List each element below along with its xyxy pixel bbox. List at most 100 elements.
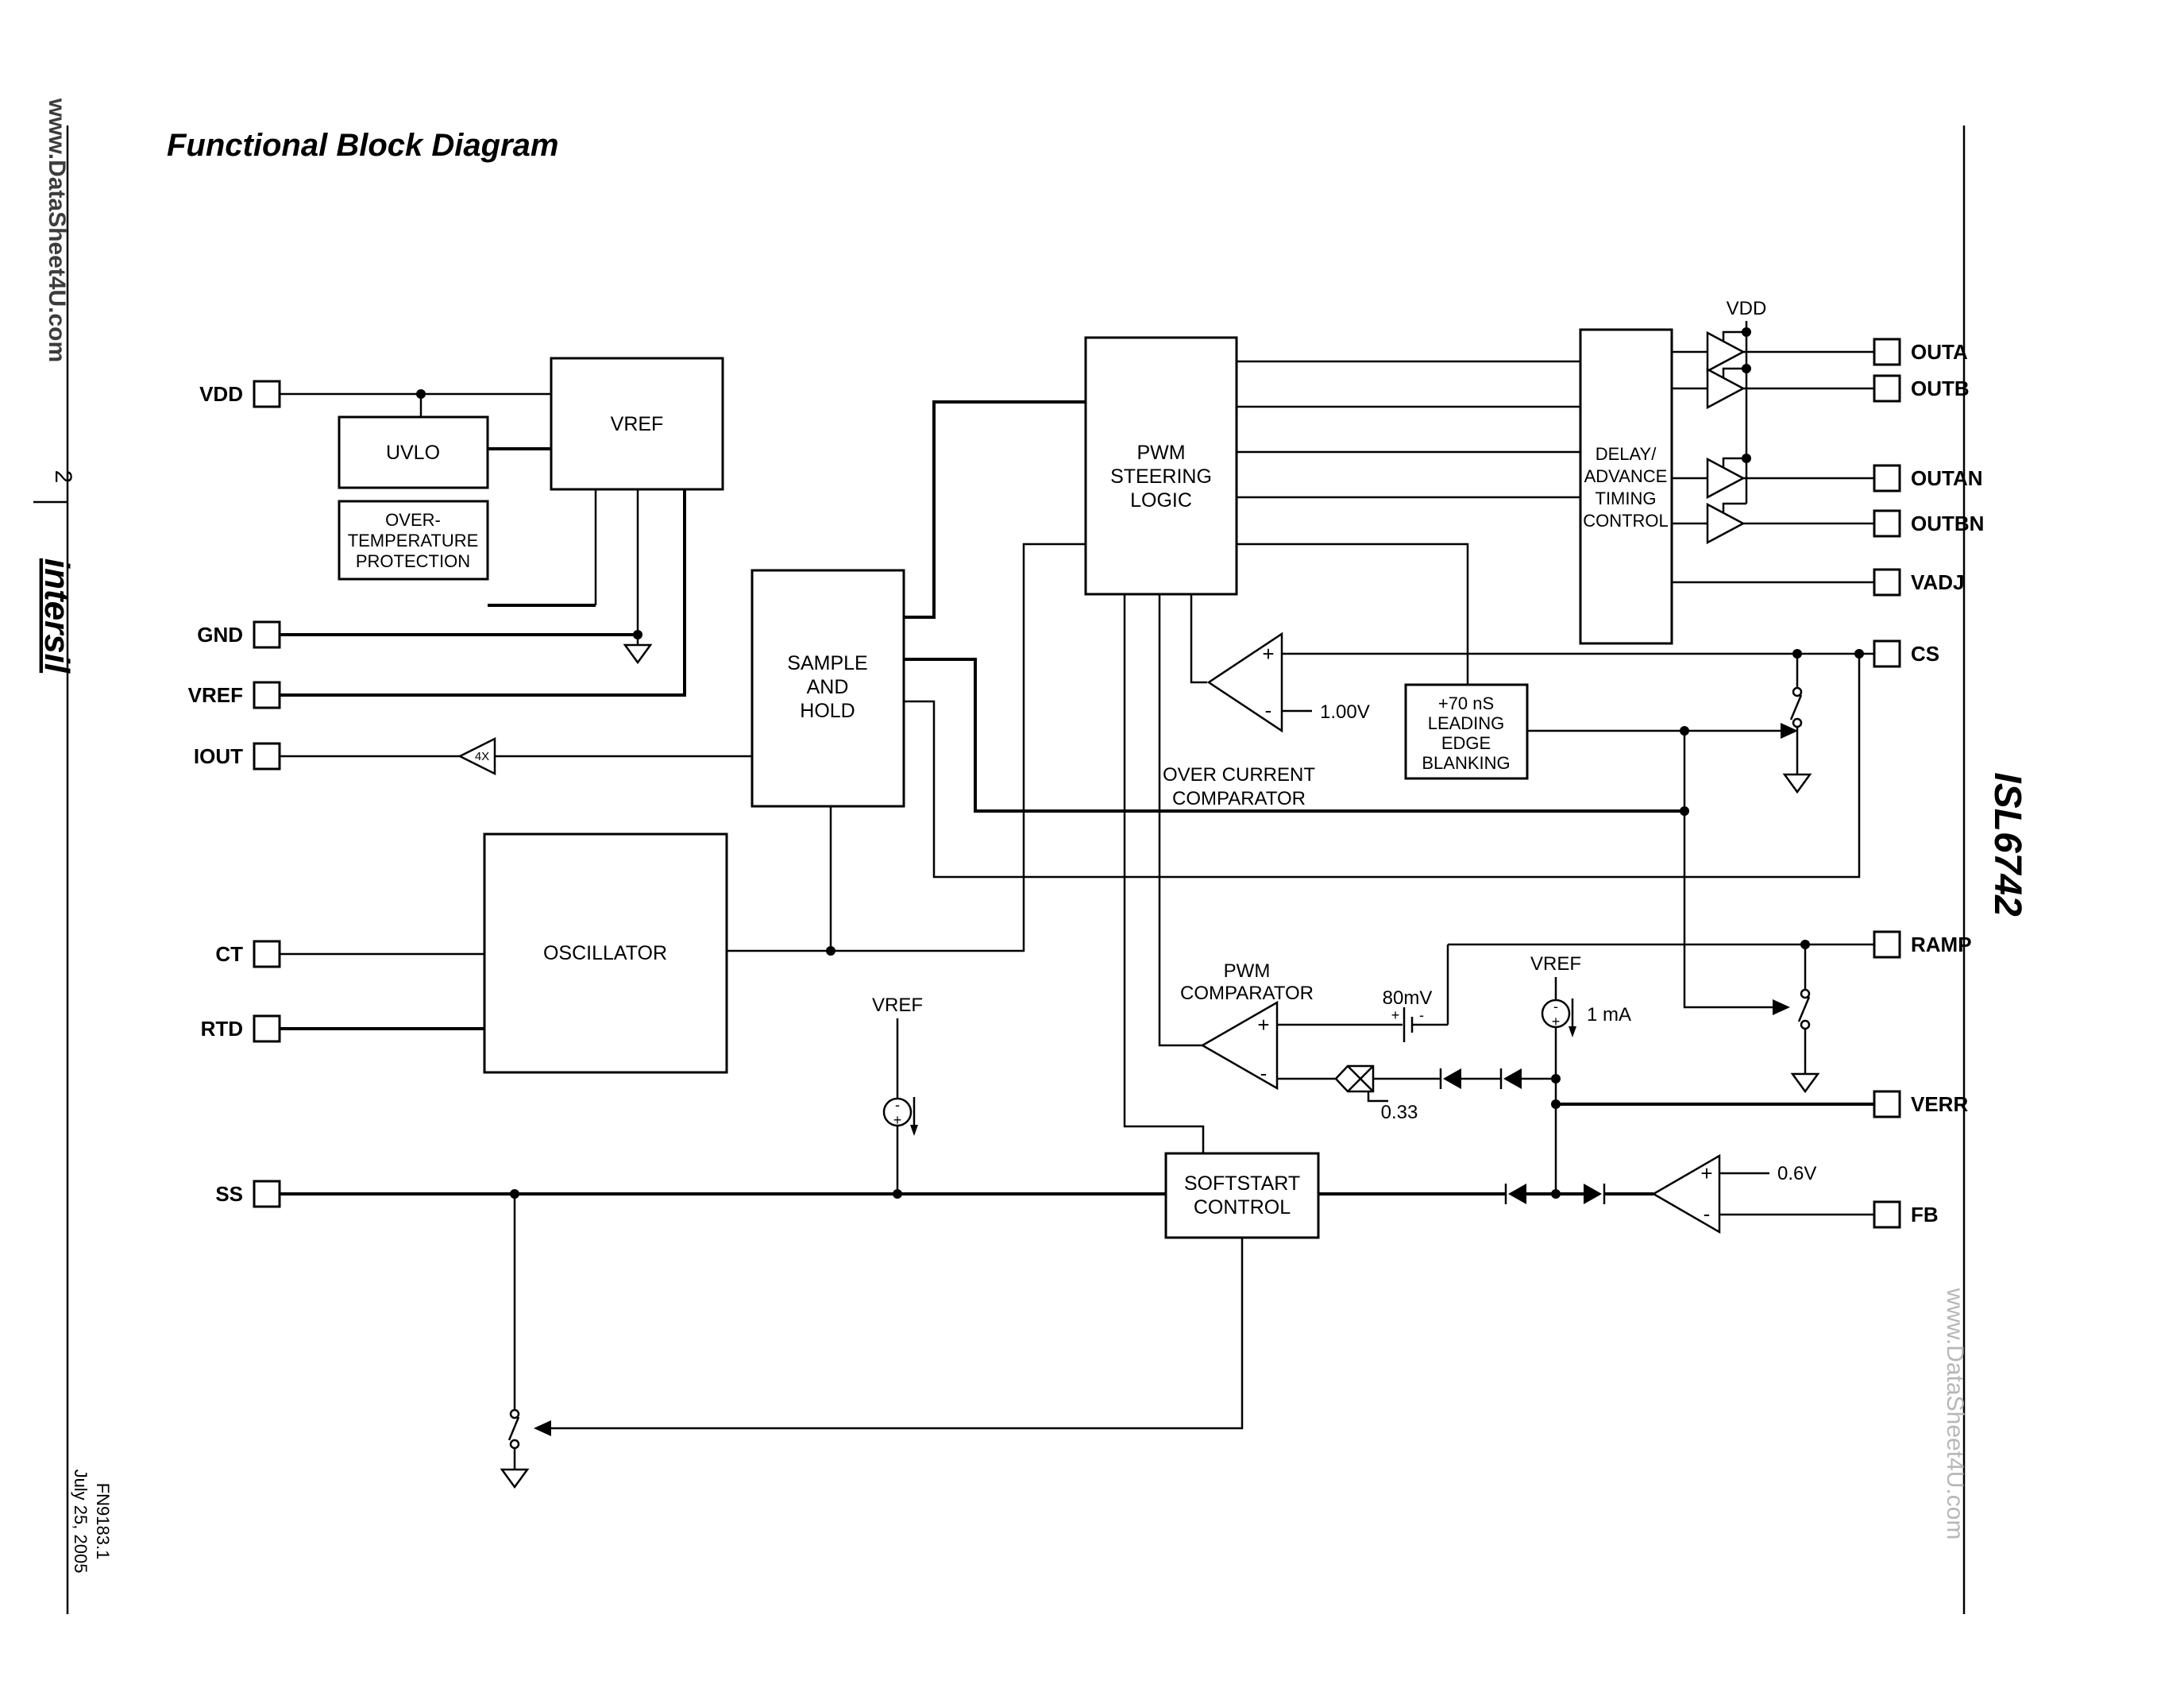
pin-label: CT <box>215 942 243 966</box>
dot <box>1551 1189 1561 1199</box>
wire-occ-out <box>1190 594 1207 684</box>
block-label-1: DELAY/ <box>1596 444 1657 464</box>
block-outline <box>550 357 724 491</box>
pwmc-label-2: COMPARATOR <box>1180 983 1314 1004</box>
wire-sh-cs-network <box>904 658 1684 813</box>
vref-left-label: VREF <box>872 995 923 1016</box>
pin-iout: IOUT <box>194 742 281 771</box>
ss-switch-blade <box>507 1416 520 1441</box>
pin-square <box>253 940 281 968</box>
wire-bufa-vdd <box>1722 330 1746 342</box>
ground-icon <box>1790 1072 1820 1094</box>
wires <box>280 321 1874 1470</box>
pin-label: OUTB <box>1911 377 1970 400</box>
diode-body <box>1443 1068 1461 1089</box>
doc-number: FN9183.1 <box>93 1483 113 1560</box>
gain-label: 0.33 <box>1381 1102 1418 1123</box>
fb-error-comparator: + - 0.6V <box>1651 1153 1816 1234</box>
block-outline <box>1084 336 1238 596</box>
diode-right-icon <box>1584 1184 1606 1204</box>
cs-plus: + <box>893 1112 902 1128</box>
vdd-rail-label: VDD <box>1727 298 1767 319</box>
iout-buffer-4x: 4X <box>457 736 496 776</box>
fb-minus: - <box>1704 1202 1711 1226</box>
block-label-3: TIMING <box>1596 489 1657 508</box>
pin-square <box>253 380 281 408</box>
pin-label: FB <box>1911 1203 1939 1226</box>
block-outline <box>338 500 489 581</box>
pin-label: SS <box>215 1182 243 1206</box>
ramp-switch-blade <box>1797 996 1811 1022</box>
left-watermark: www.DataSheet4U.com <box>44 98 70 362</box>
block-label-1: +70 nS <box>1438 693 1494 713</box>
diode-body <box>1584 1184 1602 1204</box>
pin-square <box>1873 930 1901 959</box>
pin-label: VDD <box>199 382 243 406</box>
pin-cs: CS <box>1873 639 1939 668</box>
output-buffers: VDD <box>1706 298 1767 545</box>
block-label-3: EDGE <box>1441 733 1491 753</box>
pwmc-label-1: PWM <box>1224 960 1271 982</box>
occ-threshold-label: 1.00V <box>1320 701 1370 723</box>
pin-vadj: VADJ <box>1873 568 1964 597</box>
block-label-2: AND <box>807 676 849 698</box>
diode-left-icon <box>1439 1068 1461 1089</box>
pin-gnd: GND <box>197 620 281 649</box>
block-outline <box>1164 1152 1320 1239</box>
block-uvlo: UVLO <box>338 415 489 489</box>
block-softstart-control: SOFTSTART CONTROL <box>1164 1152 1320 1239</box>
occ-label-1: OVER CURRENT <box>1163 764 1315 786</box>
block-label-3: PROTECTION <box>356 551 470 571</box>
pin-label: CS <box>1911 642 1939 666</box>
offset-label: 80mV <box>1383 987 1433 1009</box>
comparator-icon <box>1651 1153 1721 1234</box>
pin-square <box>253 1180 281 1208</box>
battery-icon: + - 80mV <box>1383 987 1433 1042</box>
current-source-icon <box>1541 999 1571 1029</box>
switch-contact <box>1800 1019 1811 1030</box>
pin-square <box>253 681 281 709</box>
cs-minus: - <box>895 1097 900 1113</box>
pin-label: VADJ <box>1911 570 1964 594</box>
pin-square <box>253 1014 281 1043</box>
block-label-2: TEMPERATURE <box>348 531 479 550</box>
multiplier-body <box>1334 1064 1375 1093</box>
junction-dots <box>416 327 1864 1199</box>
pin-ct: CT <box>215 940 281 968</box>
dot <box>416 389 426 399</box>
buffer-icon <box>1706 457 1746 500</box>
pin-label: RAMP <box>1911 933 1972 956</box>
intersil-logo: intersil <box>37 558 76 674</box>
arrow-right-icon <box>1781 723 1798 739</box>
wire-sh-cs-sense <box>904 654 1861 879</box>
fb-plus: + <box>1700 1161 1712 1185</box>
right-watermark: www.DataSheet4U.com <box>1942 1288 1968 1540</box>
pin-label: OUTAN <box>1911 466 1983 490</box>
dot <box>1742 454 1751 463</box>
dot <box>1854 649 1864 659</box>
block-sample-and-hold: SAMPLE AND HOLD <box>751 569 905 808</box>
switch-contact <box>1792 686 1803 697</box>
wire-bufbn-vdd <box>1722 502 1746 514</box>
occ-plus: + <box>1262 642 1274 666</box>
vref-right-label: VREF <box>1530 953 1581 975</box>
cs-arrow-head <box>1569 1026 1576 1037</box>
pin-label: VERR <box>1911 1092 1968 1116</box>
switch-contact <box>1792 717 1803 728</box>
battery-minus: - <box>1419 1007 1424 1023</box>
block-over-temperature: OVER- TEMPERATURE PROTECTION <box>338 500 489 581</box>
occ-label-2: COMPARATOR <box>1172 788 1306 809</box>
pin-label: IOUT <box>194 744 243 768</box>
pin-ss: SS <box>215 1180 281 1208</box>
buffer-icon <box>1706 502 1746 545</box>
comparator-icon <box>1206 632 1283 733</box>
block-label-2: CONTROL <box>1194 1196 1291 1219</box>
block-leading-edge-blanking: +70 nS LEADING EDGE BLANKING <box>1404 683 1529 780</box>
block-label-2: ADVANCE <box>1584 466 1668 486</box>
block-vref: VREF <box>550 357 724 491</box>
dot <box>1680 726 1689 736</box>
arrow-left-icon <box>534 1420 551 1436</box>
arrow-right-icon <box>1773 999 1790 1015</box>
